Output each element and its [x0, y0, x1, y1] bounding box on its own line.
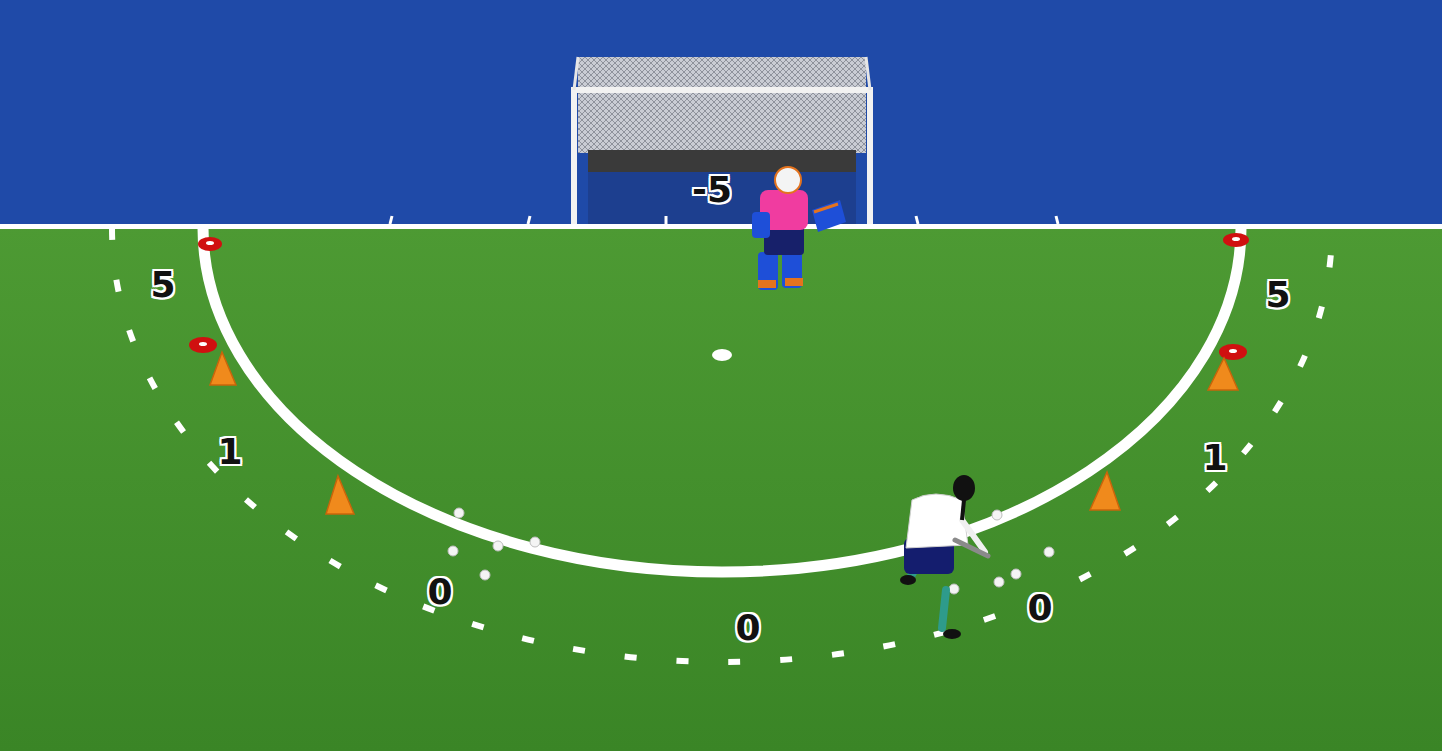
score-value: 0	[427, 574, 452, 610]
score-value: 0	[735, 610, 760, 646]
score-value: 5	[1265, 277, 1290, 313]
goal	[574, 57, 870, 226]
back-line-marks	[390, 216, 1058, 224]
balls	[448, 508, 1054, 594]
turf	[0, 226, 1442, 751]
shooting-circle	[203, 228, 1241, 572]
score-value: -5	[692, 172, 732, 208]
penalty-spot	[712, 349, 732, 361]
cones	[210, 352, 1238, 514]
runoff-area	[0, 0, 1442, 226]
score-value: 0	[1027, 590, 1052, 626]
attacker	[900, 475, 988, 639]
score-value: 1	[1202, 440, 1227, 476]
score-value: 5	[150, 267, 175, 303]
marker-discs	[189, 233, 1249, 360]
goalkeeper	[752, 167, 846, 290]
score-value: 1	[217, 434, 242, 470]
back-line	[0, 224, 1442, 229]
dashed-circle	[112, 228, 1332, 662]
